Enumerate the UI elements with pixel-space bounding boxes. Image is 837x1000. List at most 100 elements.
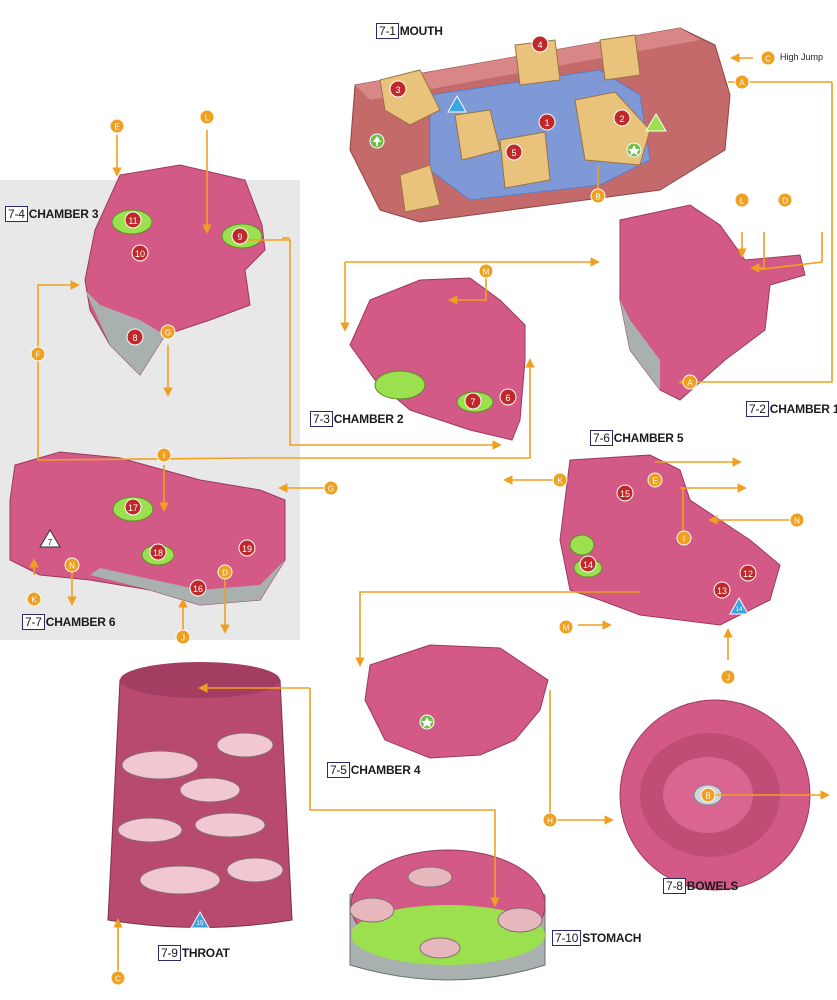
room-name: CHAMBER 4 <box>350 763 421 777</box>
link-marker-label: D <box>222 569 228 578</box>
link-marker-label: H <box>547 817 553 826</box>
item-marker: 2 <box>613 109 631 127</box>
link-marker-label: N <box>794 517 800 526</box>
link-marker: J <box>720 669 736 685</box>
item-marker-label: 4 <box>537 40 542 50</box>
room-chamber-1 <box>619 204 806 401</box>
link-marker: B <box>700 787 716 803</box>
item-marker: 14 <box>579 555 597 573</box>
room-chamber-4 <box>364 644 549 759</box>
link-marker-label: G <box>328 485 334 494</box>
room-name: STOMACH <box>582 931 642 945</box>
link-marker: F <box>30 346 46 362</box>
room-name: CHAMBER 6 <box>45 615 116 629</box>
link-marker: I <box>156 447 172 463</box>
link-marker: M <box>558 619 574 635</box>
other-marker: 7 <box>39 529 61 548</box>
link-marker: C <box>760 50 776 66</box>
link-marker: N <box>789 512 805 528</box>
link-marker: C <box>110 970 126 986</box>
link-markers: A A B B C C D D E E F G G H I I J J K K … <box>26 50 805 986</box>
link-marker: D <box>777 192 793 208</box>
item-marker-label: 9 <box>237 232 242 242</box>
room-name: BOWELS <box>686 879 739 893</box>
room-stomach <box>349 849 546 981</box>
room-name: CHAMBER 3 <box>28 207 99 221</box>
save-marker: 15 <box>190 910 210 929</box>
item-marker-label: 15 <box>620 489 630 499</box>
link-marker-label: K <box>31 596 37 605</box>
link-marker: G <box>160 324 176 340</box>
room-number: 7-2 <box>746 401 769 417</box>
item-marker-label: 10 <box>135 249 145 259</box>
link-marker: M <box>478 263 494 279</box>
item-marker-label: 12 <box>743 569 753 579</box>
link-marker: A <box>734 74 750 90</box>
item-marker-label: 8 <box>132 333 137 343</box>
room-number: 7-3 <box>310 411 333 427</box>
item-marker-label: 2 <box>619 114 624 124</box>
room-number: 7-7 <box>22 614 45 630</box>
link-marker-label: M <box>563 624 570 633</box>
item-marker-label: 16 <box>193 584 203 594</box>
link-marker: L <box>734 192 750 208</box>
high-jump-note: High Jump <box>780 52 824 62</box>
item-marker: 1 <box>538 113 556 131</box>
item-marker: 5 <box>505 143 523 161</box>
save-marker-label: 15 <box>197 921 204 927</box>
room-name: CHAMBER 1 <box>769 402 837 416</box>
item-marker: 18 <box>149 543 167 561</box>
item-marker: 13 <box>713 581 731 599</box>
link-marker: N <box>64 557 80 573</box>
link-marker-label: N <box>69 562 75 571</box>
up-arrow-icon <box>369 133 385 149</box>
link-marker-label: M <box>483 268 490 277</box>
link-marker-label: E <box>114 123 119 132</box>
link-marker-label: J <box>181 634 185 643</box>
item-marker-label: 14 <box>583 560 593 570</box>
link-marker-label: I <box>683 535 685 544</box>
link-marker-label: A <box>687 379 693 388</box>
item-marker: 6 <box>499 388 517 406</box>
item-markers: 1 2 3 4 5 6 7 8 9 10 11 12 13 14 15 16 1… <box>124 35 757 599</box>
item-marker: 10 <box>131 244 149 262</box>
item-marker: 11 <box>124 211 142 229</box>
item-marker-label: 18 <box>153 548 163 558</box>
room-number: 7-5 <box>327 762 350 778</box>
link-marker: D <box>217 564 233 580</box>
item-marker: 3 <box>389 80 407 98</box>
item-marker-label: 1 <box>544 118 549 128</box>
link-marker-label: I <box>163 452 165 461</box>
link-marker-label: F <box>36 351 41 360</box>
link-marker: L <box>199 109 215 125</box>
item-marker-label: 13 <box>717 586 727 596</box>
item-marker-label: 5 <box>511 148 516 158</box>
item-marker: 16 <box>189 579 207 597</box>
room-number: 7-4 <box>5 206 28 222</box>
link-marker-label: K <box>557 477 563 486</box>
save-marker-label: 14 <box>736 607 743 613</box>
warp-marker <box>645 113 667 132</box>
room-number: 7-8 <box>663 878 686 894</box>
item-marker: 9 <box>231 227 249 245</box>
link-marker: B <box>590 188 606 204</box>
item-marker-label: 6 <box>505 393 510 403</box>
link-marker-label: B <box>595 193 600 202</box>
link-marker-label: G <box>165 329 171 338</box>
link-marker-label: C <box>765 55 771 64</box>
room-name: MOUTH <box>399 24 443 38</box>
room-name: CHAMBER 2 <box>333 412 404 426</box>
star-icon <box>419 714 435 730</box>
link-marker: K <box>26 591 42 607</box>
other-marker-label: 7 <box>48 538 53 547</box>
link-marker: H <box>542 812 558 828</box>
room-number: 7-10 <box>552 930 582 946</box>
